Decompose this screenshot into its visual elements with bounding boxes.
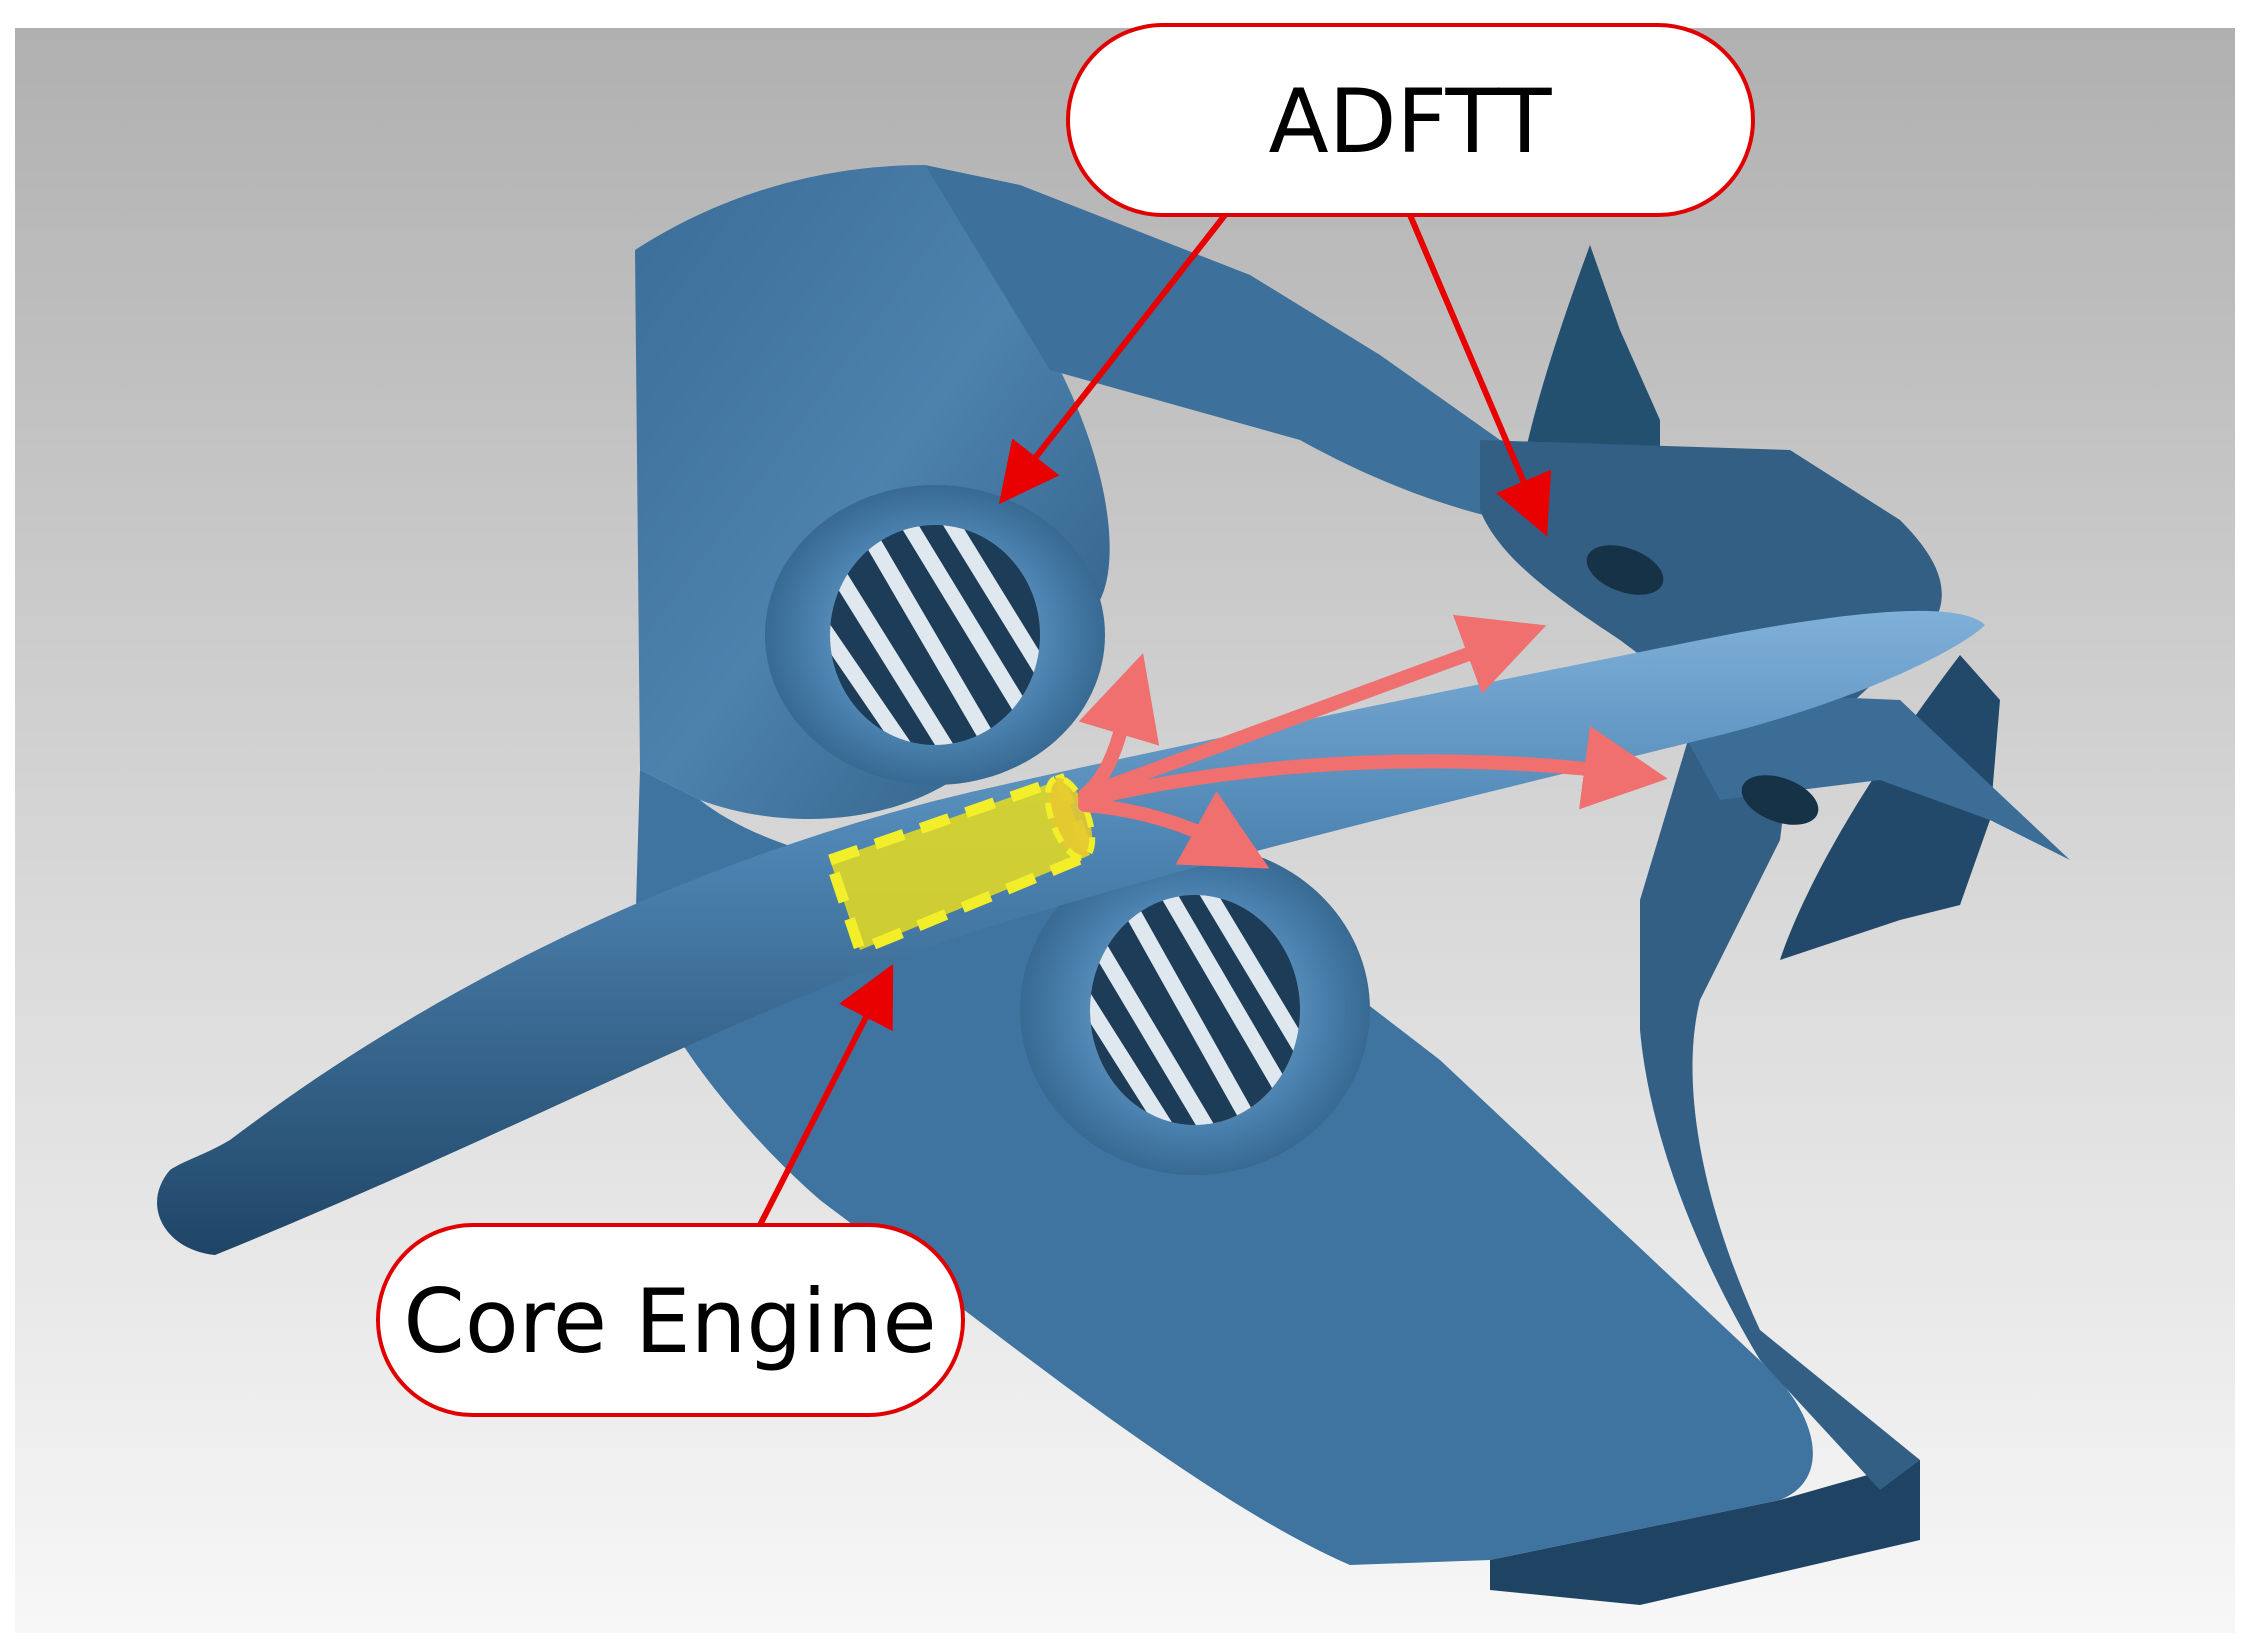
aircraft-model xyxy=(157,165,2070,1605)
callout-pointers xyxy=(757,213,1552,1227)
lower-fan-vanes xyxy=(1090,895,1300,1125)
vertical-fin-upper xyxy=(1520,245,1660,480)
core-engine-callout: Core Engine xyxy=(376,1223,965,1417)
adftt-pointer-right xyxy=(1407,213,1552,537)
adftt-label: ADFTT xyxy=(1269,70,1553,173)
vertical-fin-lower xyxy=(1780,655,2000,960)
flow-arrow-upper-tail xyxy=(1078,614,1547,802)
adftt-callout: ADFTT xyxy=(1066,23,1755,217)
core-engine-label: Core Engine xyxy=(403,1270,936,1373)
core-engine-callout-box xyxy=(376,1223,965,1417)
adftt-callout-box xyxy=(1066,23,1755,217)
fuselage xyxy=(157,610,1985,1255)
flow-arrow-lower-tail xyxy=(1078,726,1668,810)
tail-slot-upper xyxy=(1586,545,1664,595)
adftt-pointer-left xyxy=(998,213,1228,505)
tail-slot-lower xyxy=(1741,775,1819,825)
flow-arrow-lower-fan xyxy=(1078,791,1270,869)
tail-plate-lower xyxy=(1660,690,2070,860)
upper-fan-vanes xyxy=(830,525,1040,745)
upper-tail xyxy=(925,165,1770,535)
power-flow-arrows xyxy=(1078,614,1668,869)
wing-trailing-edge xyxy=(1490,1460,1920,1605)
core-engine-pointer xyxy=(757,963,894,1227)
